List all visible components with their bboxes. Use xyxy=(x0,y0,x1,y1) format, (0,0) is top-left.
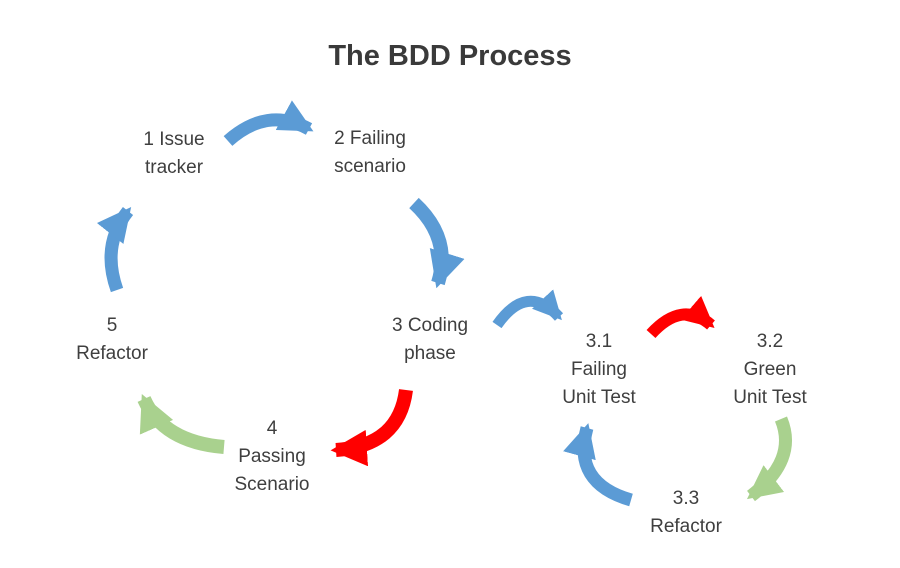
node-coding-phase: 3 Coding phase xyxy=(392,312,468,368)
node-passing-scenario: 4 Passing Scenario xyxy=(235,415,310,499)
node-line: Unit Test xyxy=(733,387,807,408)
node-line: 1 Issue xyxy=(143,129,205,150)
node-green-unit-test: 3.2 Green Unit Test xyxy=(733,328,807,412)
node-line: 3.2 xyxy=(756,331,784,352)
node-line: 3.3 xyxy=(672,488,700,509)
node-refactor-inner: 3.3 Refactor xyxy=(650,485,722,541)
node-line: scenario xyxy=(334,156,406,177)
arrow-3-1-to-3-2-icon xyxy=(646,295,715,339)
arrow-3-to-3-1-icon xyxy=(492,289,564,329)
node-line: 4 xyxy=(266,418,278,439)
arrow-3-to-4-icon xyxy=(330,388,413,467)
node-line: Failing xyxy=(571,359,627,380)
arrow-4-to-5-icon xyxy=(137,394,225,454)
node-line: Unit Test xyxy=(562,387,636,408)
arrow-1-to-2-icon xyxy=(223,100,314,146)
node-line: 5 xyxy=(106,315,118,336)
node-refactor-outer: 5 Refactor xyxy=(76,312,148,368)
arrow-3-2-to-3-3-icon xyxy=(746,416,792,502)
arrow-3-3-to-3-1-icon xyxy=(563,423,633,507)
node-line: 3.1 xyxy=(585,331,613,352)
node-line: Refactor xyxy=(76,343,148,364)
node-issue-tracker: 1 Issue tracker xyxy=(143,126,204,182)
node-line: tracker xyxy=(144,157,204,178)
node-line: 2 Failing xyxy=(334,128,406,149)
node-line: Scenario xyxy=(234,474,310,495)
diagram-title: The BDD Process xyxy=(328,40,572,72)
node-line: phase xyxy=(404,343,456,364)
node-line: Passing xyxy=(238,446,306,467)
arrow-5-to-1-icon xyxy=(96,206,134,293)
node-failing-scenario: 2 Failing scenario xyxy=(334,125,406,181)
node-line: 3 Coding xyxy=(391,315,469,336)
node-failing-unit-test: 3.1 Failing Unit Test xyxy=(562,328,636,412)
node-line: Green xyxy=(743,359,797,380)
node-line: Refactor xyxy=(650,516,722,537)
arrow-2-to-3-icon xyxy=(409,197,465,289)
